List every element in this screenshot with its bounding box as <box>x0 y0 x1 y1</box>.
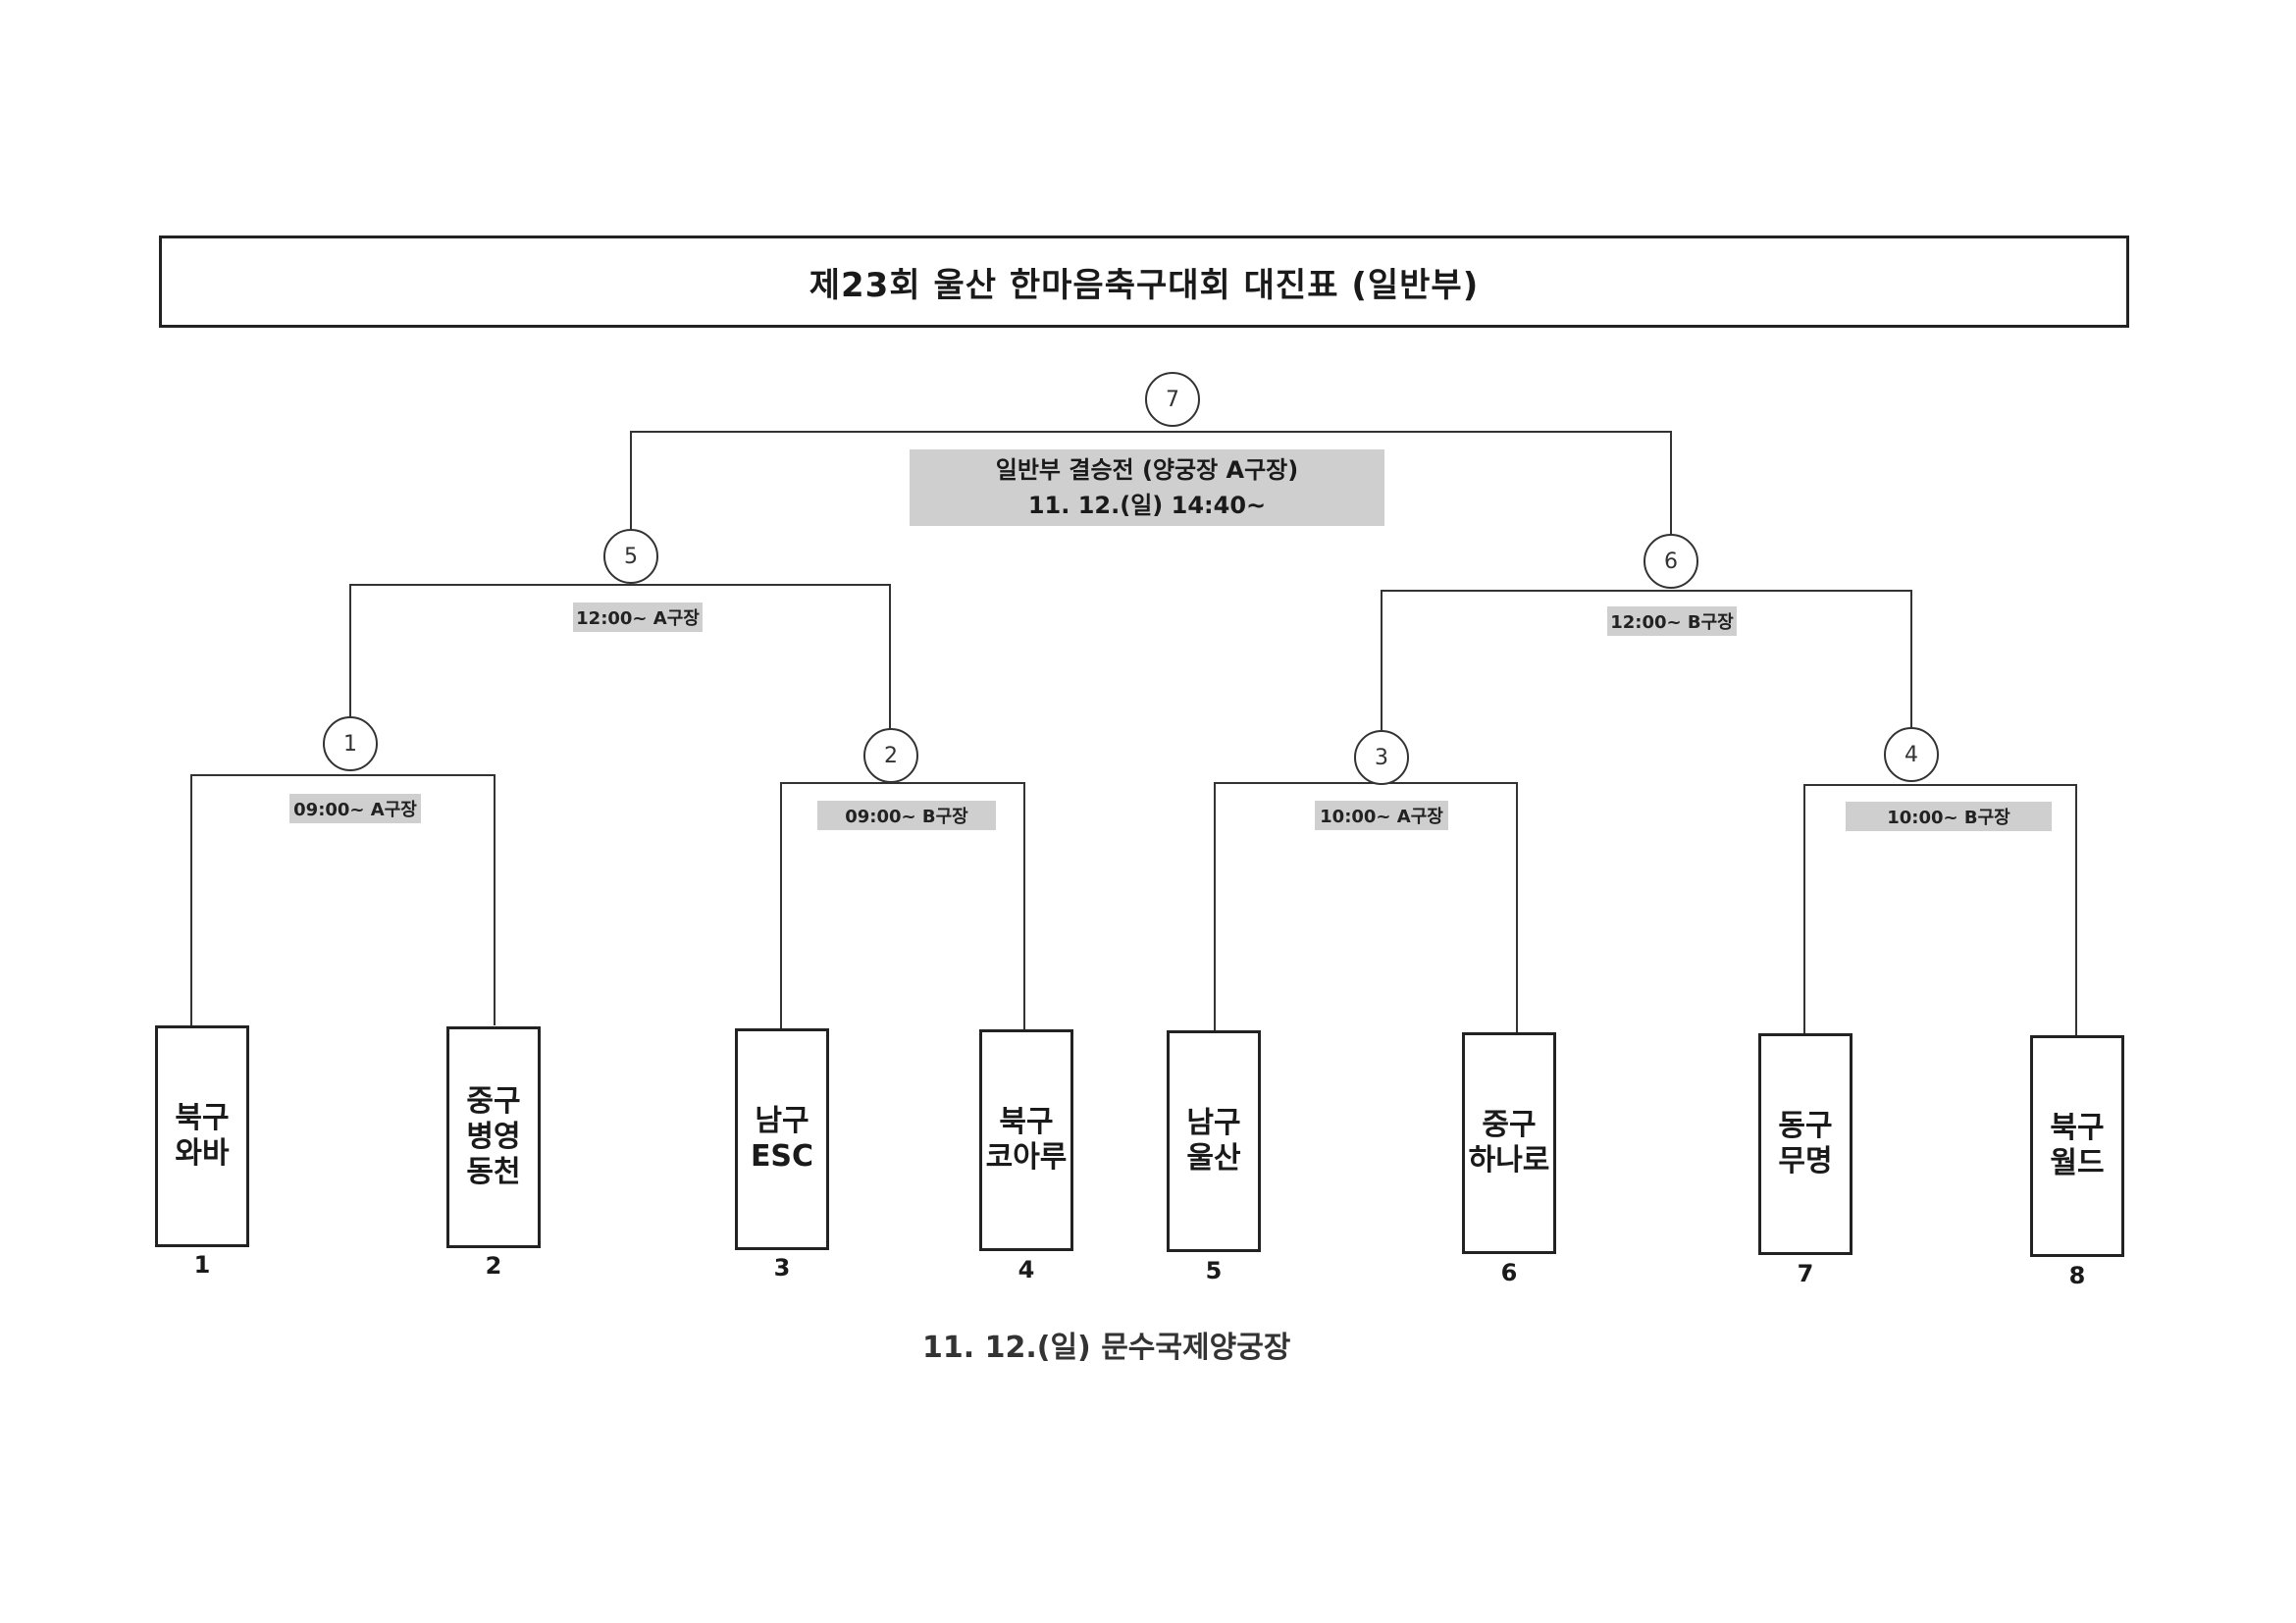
schedule-label-qf-2: 09:00~ B구장 <box>817 801 996 830</box>
quarterfinal-3-connector <box>1214 782 1518 1032</box>
team-seed-number: 1 <box>193 1251 211 1279</box>
schedule-label-qf-1: 09:00~ A구장 <box>289 794 421 823</box>
bracket-title: 제23회 울산 한마음축구대회 대진표 (일반부) <box>809 265 1480 305</box>
team-box: 북구 코아루 <box>979 1029 1073 1251</box>
team-seed-number: 3 <box>773 1254 791 1282</box>
team-name: 남구 ESC <box>750 1104 814 1174</box>
match-number-circle-qf-2: 2 <box>863 728 918 783</box>
team-name: 중구 하나로 <box>1468 1108 1550 1178</box>
schedule-label-qf-4: 10:00~ B구장 <box>1846 802 2052 831</box>
team-seed-number: 2 <box>485 1252 502 1280</box>
team-box: 중구 하나로 <box>1462 1032 1556 1254</box>
match-number-circle-semi-5: 5 <box>603 529 658 584</box>
title-box: 제23회 울산 한마음축구대회 대진표 (일반부) <box>159 236 2129 328</box>
team-box: 남구 ESC <box>735 1028 829 1250</box>
team-seed-number: 5 <box>1205 1257 1223 1284</box>
semifinal-5-connector <box>349 584 891 751</box>
quarterfinal-1-connector <box>190 774 496 1025</box>
team-name: 북구 월드 <box>2050 1111 2105 1180</box>
match-number-circle-final: 7 <box>1145 372 1200 427</box>
team-box: 동구 무명 <box>1758 1033 1852 1255</box>
final-date-time: 11. 12.(일) 14:40~ <box>1027 492 1267 519</box>
team-name: 북구 와바 <box>175 1101 230 1171</box>
quarterfinal-4-connector <box>1803 784 2077 1035</box>
final-connector <box>630 431 1672 559</box>
team-seed-number: 6 <box>1500 1259 1518 1286</box>
final-info-box: 일반부 결승전 (양궁장 A구장) 11. 12.(일) 14:40~ <box>910 449 1384 526</box>
match-number-circle-qf-3: 3 <box>1354 730 1409 785</box>
match-number-circle-qf-4: 4 <box>1884 727 1939 782</box>
team-name: 남구 울산 <box>1186 1106 1241 1176</box>
team-name: 중구 병영 동천 <box>466 1084 521 1189</box>
team-box: 북구 월드 <box>2030 1035 2124 1257</box>
team-box: 남구 울산 <box>1167 1030 1261 1252</box>
team-name: 북구 코아루 <box>985 1105 1068 1175</box>
final-label: 일반부 결승전 (양궁장 A구장) <box>995 456 1299 484</box>
schedule-label-semi-5: 12:00~ A구장 <box>573 602 703 632</box>
team-seed-number: 7 <box>1797 1260 1814 1287</box>
venue-date-footer: 11. 12.(일) 문수국제양궁장 <box>922 1331 1291 1365</box>
team-box: 중구 병영 동천 <box>446 1026 541 1248</box>
team-name: 동구 무명 <box>1778 1109 1833 1178</box>
team-box: 북구 와바 <box>155 1025 249 1247</box>
schedule-label-semi-6: 12:00~ B구장 <box>1607 606 1737 636</box>
team-seed-number: 8 <box>2068 1262 2086 1289</box>
team-seed-number: 4 <box>1018 1256 1035 1283</box>
match-number-circle-semi-6: 6 <box>1644 534 1698 589</box>
semifinal-6-connector <box>1381 590 1912 756</box>
quarterfinal-2-connector <box>780 782 1025 1030</box>
match-number-circle-qf-1: 1 <box>323 716 378 771</box>
schedule-label-qf-3: 10:00~ A구장 <box>1315 801 1448 830</box>
